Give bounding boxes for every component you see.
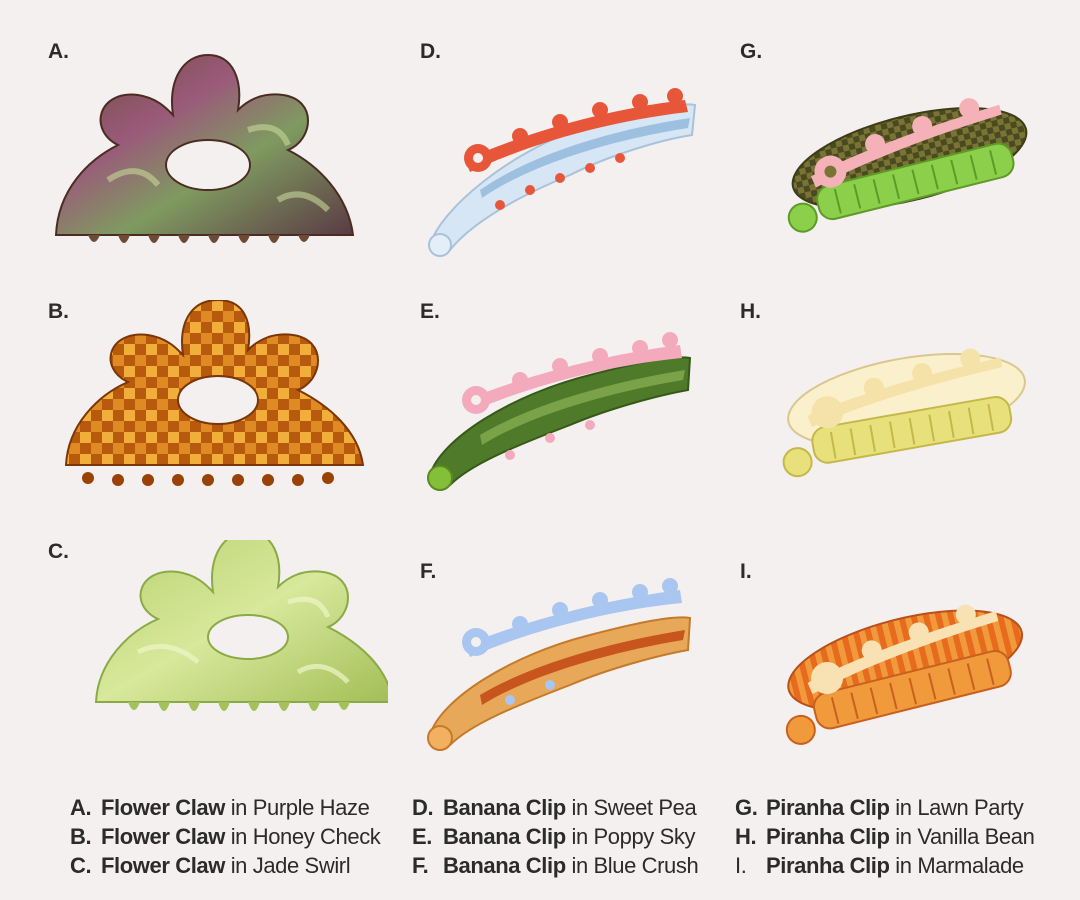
product-cell-i[interactable]: I. bbox=[740, 560, 1080, 815]
caption-b[interactable]: B. Flower Claw in Honey Check bbox=[70, 822, 381, 851]
product-letter-e: E. bbox=[420, 300, 440, 323]
caption-joiner: in bbox=[571, 853, 588, 878]
caption-joiner: in bbox=[895, 853, 912, 878]
caption-joiner: in bbox=[571, 824, 588, 849]
caption-color: Honey Check bbox=[252, 824, 381, 849]
product-cell-a[interactable]: A. bbox=[48, 40, 388, 295]
product-letter-h: H. bbox=[740, 300, 761, 323]
caption-d[interactable]: D. Banana Clip in Sweet Pea bbox=[412, 793, 698, 822]
caption-color: Lawn Party bbox=[917, 795, 1024, 820]
caption-joiner: in bbox=[230, 795, 248, 820]
caption-letter: D. bbox=[412, 795, 434, 820]
caption-letter: A. bbox=[70, 795, 92, 820]
caption-letter: B. bbox=[70, 824, 92, 849]
caption-joiner: in bbox=[571, 795, 588, 820]
product-cell-c[interactable]: C. bbox=[48, 540, 388, 795]
product-letter-i: I. bbox=[740, 560, 752, 583]
caption-color: Vanilla Bean bbox=[917, 824, 1035, 849]
flower-claw-purple-haze-image bbox=[54, 53, 355, 243]
product-letter-c: C. bbox=[48, 540, 69, 563]
caption-e[interactable]: E. Banana Clip in Poppy Sky bbox=[412, 822, 698, 851]
product-letter-b: B. bbox=[48, 300, 69, 323]
caption-product: Piranha Clip bbox=[766, 824, 890, 849]
caption-color: Marmalade bbox=[917, 853, 1024, 878]
caption-color: Purple Haze bbox=[252, 795, 370, 820]
caption-letter: C. bbox=[70, 853, 92, 878]
caption-column-banana-clip: D. Banana Clip in Sweet Pea E. Banana Clip… bbox=[412, 793, 699, 880]
product-cell-b[interactable]: B. bbox=[48, 300, 388, 555]
caption-joiner: in bbox=[230, 824, 248, 849]
product-cell-h[interactable]: H. bbox=[740, 300, 1080, 555]
piranha-clip-vanilla-bean-image bbox=[782, 348, 1026, 478]
product-cell-g[interactable]: G. bbox=[740, 40, 1080, 295]
banana-clip-sweet-pea-image bbox=[428, 88, 697, 257]
caption-product: Piranha Clip bbox=[766, 853, 890, 878]
caption-column-flower-claw: A. Flower Claw in Purple Haze B. Flower Cl… bbox=[70, 793, 381, 880]
product-letter-a: A. bbox=[48, 40, 69, 63]
caption-a[interactable]: A. Flower Claw in Purple Haze bbox=[70, 793, 380, 822]
product-cell-f[interactable]: F. bbox=[420, 560, 760, 815]
caption-product: Flower Claw bbox=[101, 853, 225, 878]
product-letter-d: D. bbox=[420, 40, 441, 63]
flower-claw-honey-check-image bbox=[64, 300, 365, 486]
banana-clip-poppy-sky-image bbox=[427, 332, 692, 491]
caption-joiner: in bbox=[230, 853, 248, 878]
product-letter-f: F. bbox=[420, 560, 437, 583]
caption-letter: F. bbox=[412, 853, 429, 878]
caption-color: Blue Crush bbox=[593, 853, 699, 878]
caption-joiner: in bbox=[895, 795, 912, 820]
caption-i[interactable]: I. Piranha Clip in Marmalade bbox=[735, 851, 1034, 880]
caption-g[interactable]: G. Piranha Clip in Lawn Party bbox=[735, 793, 1034, 822]
caption-f[interactable]: F. Banana Clip in Blue Crush bbox=[412, 851, 699, 880]
piranha-clip-marmalade-image bbox=[785, 604, 1024, 745]
caption-column-piranha-clip: G. Piranha Clip in Lawn Party H. Piranha C… bbox=[735, 793, 1035, 880]
caption-product: Flower Claw bbox=[101, 824, 225, 849]
caption-product: Flower Claw bbox=[101, 795, 225, 820]
caption-product: Banana Clip bbox=[443, 795, 566, 820]
product-cell-e[interactable]: E. bbox=[420, 300, 760, 555]
caption-product: Banana Clip bbox=[443, 824, 566, 849]
caption-letter: E. bbox=[412, 824, 432, 849]
caption-h[interactable]: H. Piranha Clip in Vanilla Bean bbox=[735, 822, 1035, 851]
caption-letter: I. bbox=[735, 853, 747, 878]
caption-color: Jade Swirl bbox=[252, 853, 351, 878]
caption-letter: H. bbox=[735, 824, 757, 849]
flower-claw-jade-swirl-image bbox=[94, 540, 388, 711]
caption-product: Piranha Clip bbox=[766, 795, 890, 820]
product-cell-d[interactable]: D. bbox=[420, 40, 760, 295]
product-letter-g: G. bbox=[740, 40, 763, 63]
caption-c[interactable]: C. Flower Claw in Jade Swirl bbox=[70, 851, 380, 880]
caption-color: Sweet Pea bbox=[593, 795, 697, 820]
product-captions: A. Flower Claw in Purple Haze B. Flower Cl… bbox=[0, 793, 1080, 893]
caption-joiner: in bbox=[895, 824, 912, 849]
banana-clip-blue-crush-image bbox=[427, 578, 692, 751]
caption-letter: G. bbox=[735, 795, 758, 820]
caption-color: Poppy Sky bbox=[593, 824, 696, 849]
caption-product: Banana Clip bbox=[443, 853, 566, 878]
piranha-clip-lawn-party-image bbox=[787, 98, 1028, 233]
